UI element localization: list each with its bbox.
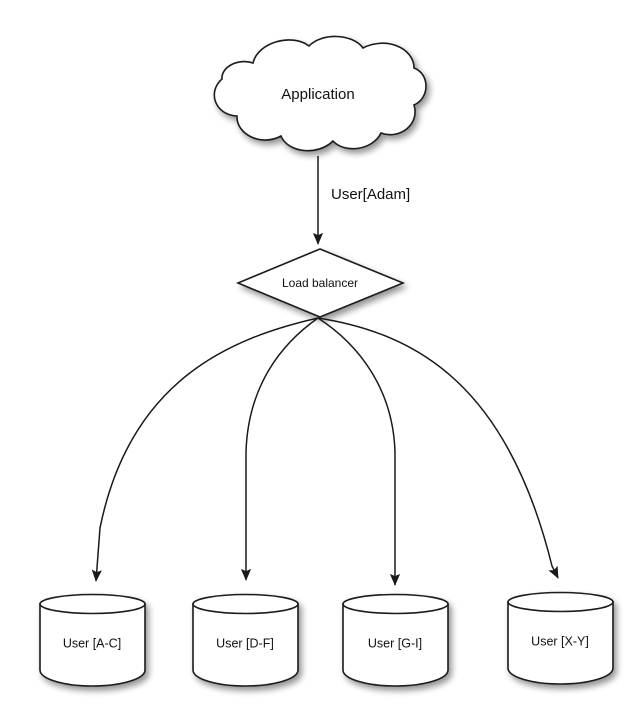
node-shard-ac-label: User [A-C] <box>63 636 121 650</box>
diamond-shape <box>235 248 406 318</box>
edge-label-user-adam: User[Adam] <box>331 186 410 203</box>
node-shard-df[interactable] <box>192 593 299 687</box>
cylinder-top-shard-gi <box>342 593 449 615</box>
cylinder-top-shard-df <box>192 593 299 615</box>
node-shard-gi-label: User [G-I] <box>368 636 422 650</box>
edge-load-balancer-to-shard-xy <box>317 317 559 579</box>
cloud-shape <box>213 35 427 152</box>
cylinder-top-shard-ac <box>39 593 146 615</box>
node-shard-df-label: User [D-F] <box>216 636 274 650</box>
cylinder-top-shard-xy <box>507 591 614 613</box>
cylinder-body-shard-df <box>192 603 299 687</box>
node-shard-xy-label: User [X-Y] <box>531 634 589 648</box>
cylinder-body-shard-gi <box>342 603 449 687</box>
node-application[interactable] <box>213 35 427 152</box>
node-shard-gi[interactable] <box>342 593 449 687</box>
cylinder-body-shard-ac <box>39 603 146 687</box>
node-load-balancer-label: Load balancer <box>282 276 358 290</box>
node-load-balancer[interactable] <box>235 248 406 318</box>
node-shard-ac[interactable] <box>39 593 146 687</box>
node-application-label: Application <box>281 86 354 103</box>
edge-load-balancer-to-shard-ac <box>91 317 319 582</box>
cylinder-body-shard-xy <box>507 601 614 685</box>
edge-load-balancer-to-shard-df <box>240 317 319 581</box>
node-shard-xy[interactable] <box>507 591 614 685</box>
edge-load-balancer-to-shard-gi <box>317 317 401 586</box>
